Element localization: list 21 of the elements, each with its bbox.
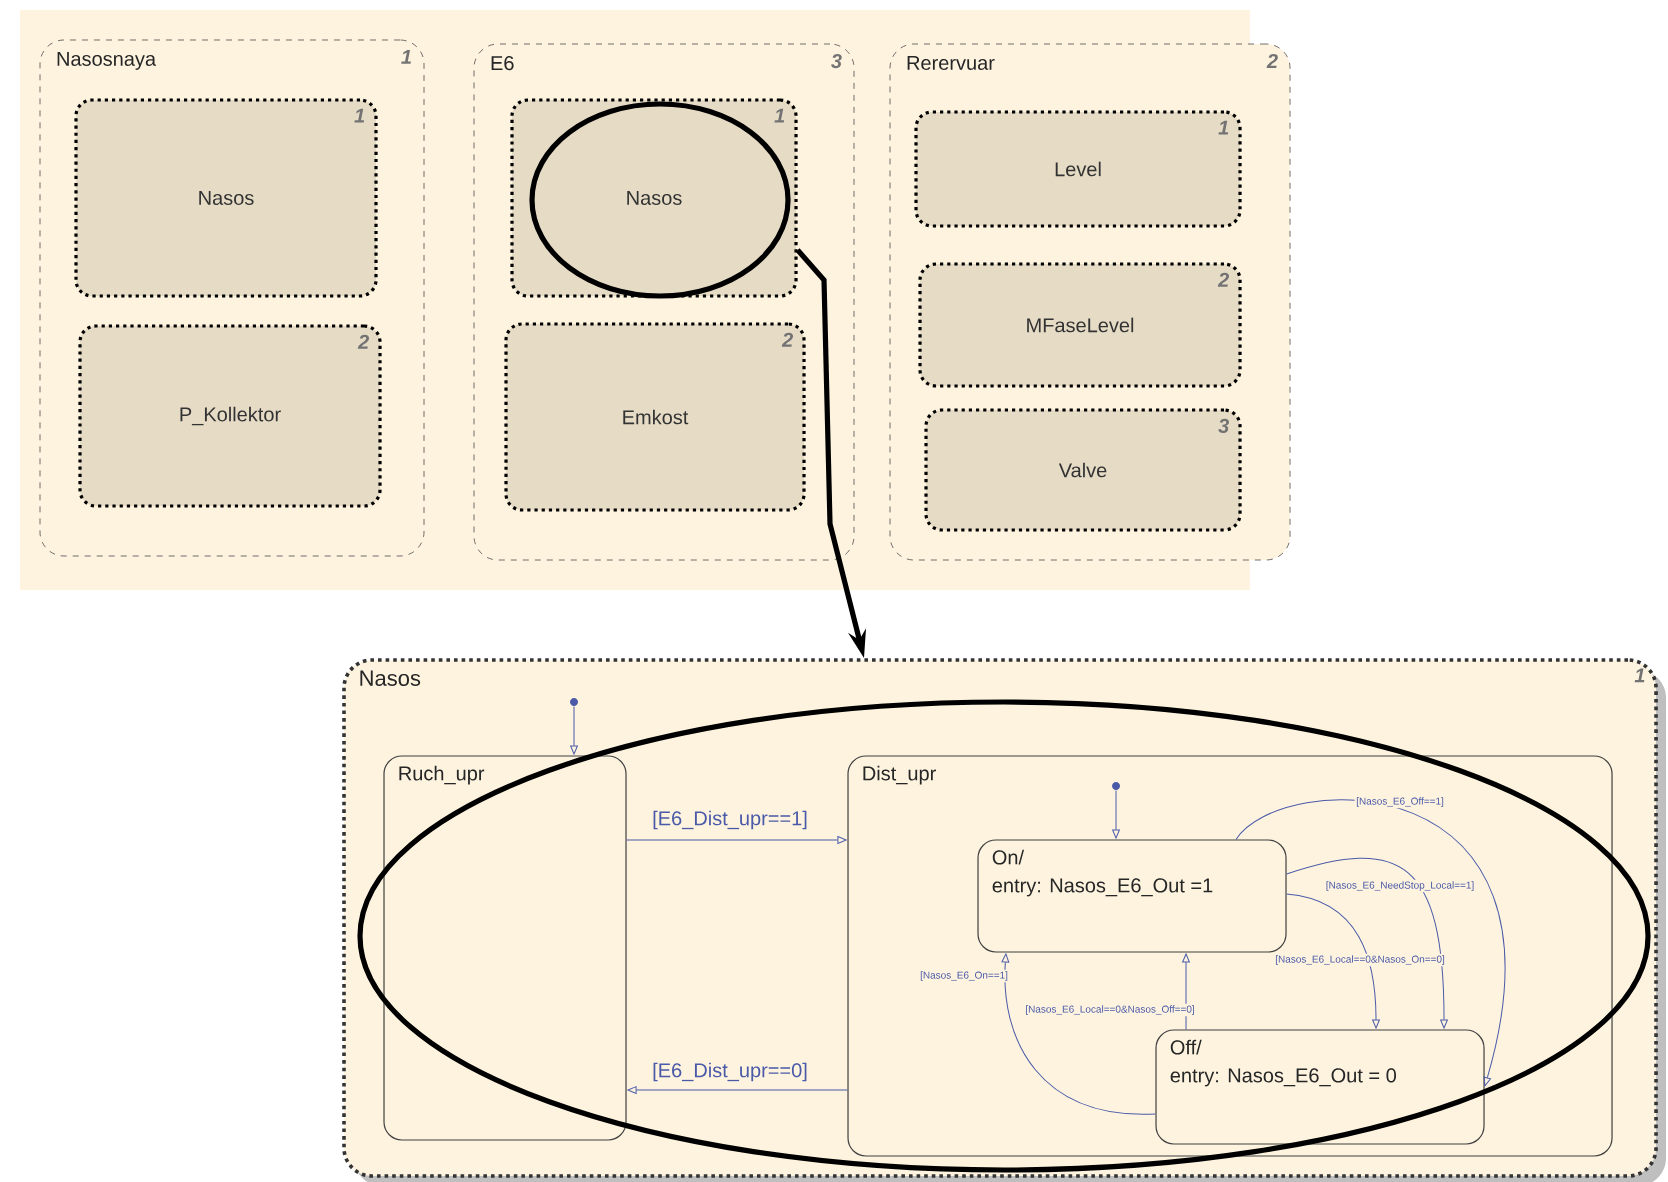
state-box: Ruch_upr bbox=[383, 755, 627, 1141]
edge-label: [E6_Dist_upr==0] bbox=[650, 1061, 810, 1083]
transition-arrow bbox=[626, 836, 847, 844]
transition-arrow bbox=[1001, 953, 1156, 1115]
subsystem-block: Nasos 1 bbox=[510, 98, 798, 298]
subsystem-block: Valve 3 bbox=[924, 408, 1242, 532]
transition-arrow bbox=[570, 705, 578, 755]
subsystem-block: Nasos 1 bbox=[74, 98, 378, 298]
transition-arrow bbox=[1286, 857, 1448, 1029]
transition-arrow bbox=[1112, 789, 1120, 839]
transition-arrow bbox=[1286, 893, 1380, 1029]
transition-arrow bbox=[1182, 953, 1190, 1030]
transition-arrow bbox=[1235, 799, 1505, 1087]
edge-label: [E6_Dist_upr==1] bbox=[650, 809, 810, 831]
transition-arrow bbox=[627, 1086, 848, 1094]
subsystem-block: Emkost 2 bbox=[504, 322, 806, 512]
subsystem-block: P_Kollektor 2 bbox=[78, 324, 382, 508]
subsystem-block: MFaseLevel 2 bbox=[918, 262, 1242, 388]
state-box: Off/ entry: Nasos_E6_Out = 0 bbox=[1155, 1029, 1485, 1145]
subsystem-block: Level 1 bbox=[914, 110, 1242, 228]
state-box: On/ entry: Nasos_E6_Out =1 bbox=[977, 839, 1287, 953]
